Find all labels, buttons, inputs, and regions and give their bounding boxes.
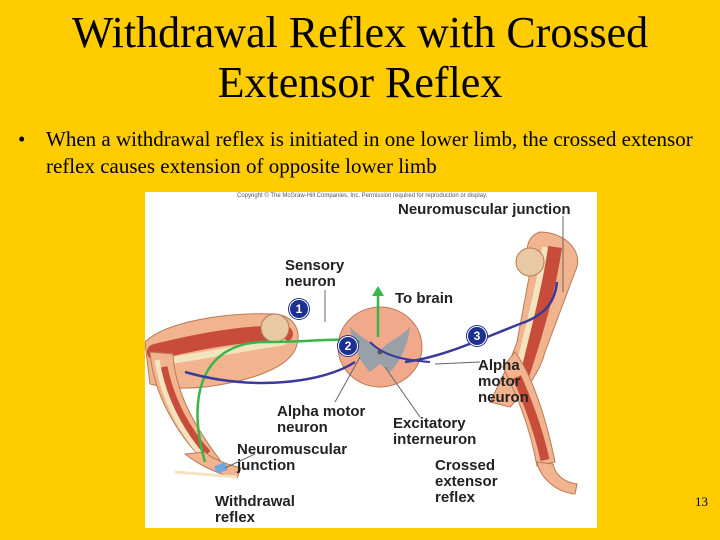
label-neuromuscular-junction-top: Neuromuscular junction (398, 201, 571, 218)
reflex-illustration (145, 216, 578, 495)
label-sensory-neuron: Sensory neuron (285, 257, 345, 290)
bullet-marker: • (18, 127, 26, 151)
reflex-figure: Copyright © The McGraw-Hill Companies, I… (145, 192, 597, 528)
page-number: 13 (695, 494, 708, 509)
bullet-text: When a withdrawal reflex is initiated in… (46, 127, 693, 178)
step-badge-1: 1 (289, 299, 309, 319)
to-brain-arrowhead (372, 286, 384, 296)
label-alpha-motor-neuron-right: Alpha motor neuron (478, 357, 529, 406)
bullet-point: • When a withdrawal reflex is initiated … (18, 126, 708, 180)
motor-nerve-left (184, 360, 356, 385)
slide-title: Withdrawal Reflex with Crossed Extensor … (71, 8, 649, 107)
right-leg-extended (489, 231, 578, 495)
motor-nerve-right (404, 281, 559, 364)
step-badge-2: 2 (338, 336, 358, 356)
label-withdrawal-reflex: Withdrawal reflex (215, 493, 295, 526)
label-alpha-motor-neuron-left: Alpha motor neuron (277, 403, 366, 436)
label-to-brain: To brain (395, 290, 454, 307)
label-neuromuscular-junction-bottom: Neuromuscular junction (237, 441, 348, 474)
interneuron-path (369, 341, 431, 363)
label-excitatory-interneuron: Excitatory interneuron (393, 415, 477, 448)
sensory-nerve-path (196, 338, 361, 463)
step-badge-3: 3 (467, 326, 487, 346)
left-leg-flexed (145, 313, 299, 479)
copyright-notice: Copyright © The McGraw-Hill Companies, I… (237, 193, 488, 199)
label-crossed-extensor-reflex: Crossed extensor reflex (435, 457, 498, 506)
